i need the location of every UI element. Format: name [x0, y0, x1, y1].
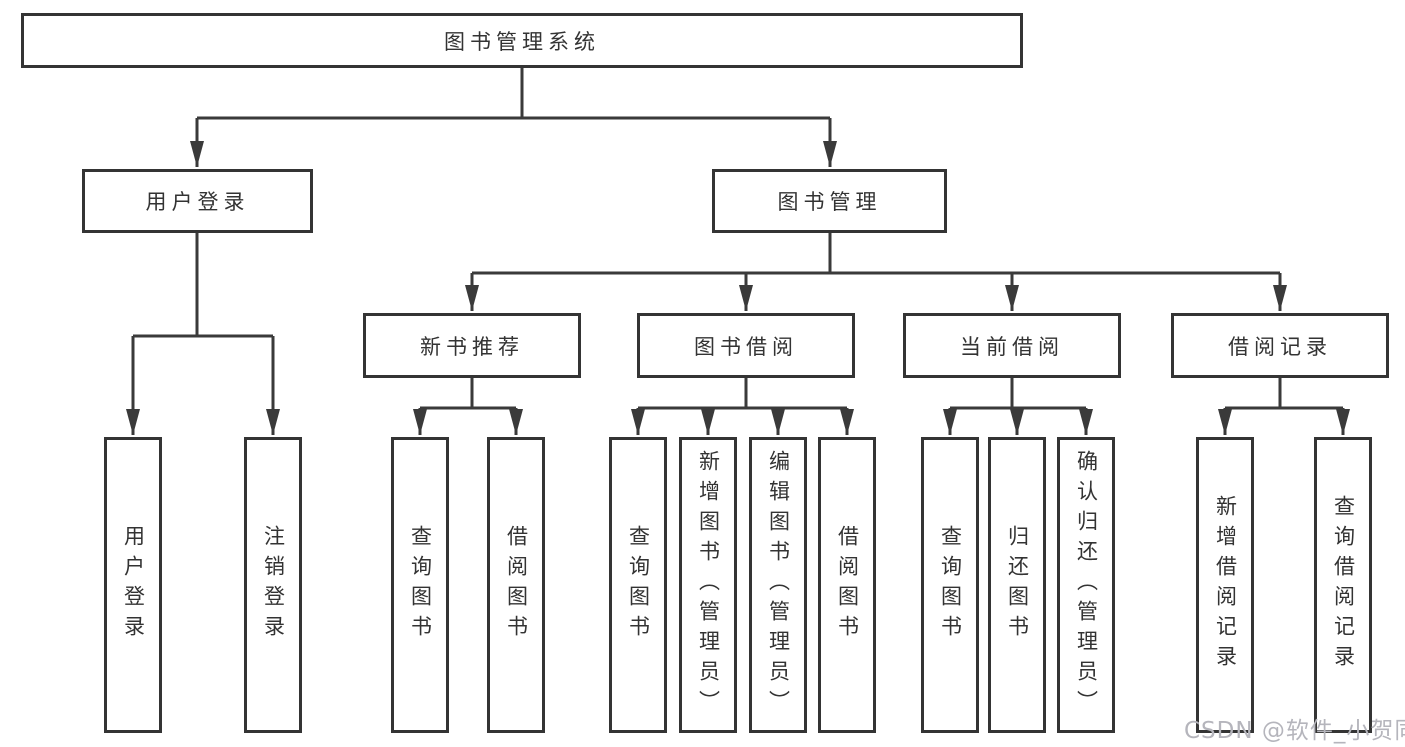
leaf-query-borrow-record: 查询借阅记录	[1314, 437, 1372, 733]
leaf-query-books-2: 查询图书	[609, 437, 667, 733]
leaf-label: 注销登录	[261, 525, 286, 645]
node-user-login-label: 用户登录	[145, 190, 250, 214]
leaf-borrow-books-2: 借阅图书	[818, 437, 876, 733]
node-book-management: 图书管理	[712, 169, 947, 233]
node-current-borrow: 当前借阅	[903, 313, 1121, 378]
leaf-logout: 注销登录	[244, 437, 302, 733]
leaf-label: 编辑图书（管理员）	[766, 450, 791, 720]
leaf-edit-books-admin: 编辑图书（管理员）	[749, 437, 807, 733]
node-root-label: 图书管理系统	[444, 29, 600, 54]
leaf-user-login: 用户登录	[104, 437, 162, 733]
leaf-borrow-books-1: 借阅图书	[487, 437, 545, 733]
leaf-label: 新增借阅记录	[1213, 495, 1238, 675]
leaf-confirm-return-admin: 确认归还（管理员）	[1057, 437, 1115, 733]
node-current-borrow-label: 当前借阅	[960, 334, 1064, 359]
leaf-label: 用户登录	[121, 525, 146, 645]
node-new-books-label: 新书推荐	[420, 334, 524, 359]
leaf-query-books-3: 查询图书	[921, 437, 979, 733]
leaf-label: 查询图书	[938, 525, 963, 645]
leaf-label: 借阅图书	[835, 525, 860, 645]
leaf-query-books-1: 查询图书	[391, 437, 449, 733]
leaf-label: 查询图书	[408, 525, 433, 645]
leaf-label: 查询图书	[626, 525, 651, 645]
node-book-borrow: 图书借阅	[637, 313, 855, 378]
leaf-label: 归还图书	[1005, 525, 1030, 645]
csdn-watermark: CSDN @软件_小贺同学	[1184, 718, 1405, 744]
connector-lines	[126, 68, 1350, 435]
node-borrow-records-label: 借阅记录	[1228, 334, 1332, 359]
leaf-label: 借阅图书	[504, 525, 529, 645]
leaf-label: 新增图书（管理员）	[696, 450, 721, 720]
leaf-add-books-admin: 新增图书（管理员）	[679, 437, 737, 733]
leaf-add-borrow-record: 新增借阅记录	[1196, 437, 1254, 733]
node-root: 图书管理系统	[21, 13, 1023, 68]
node-book-management-label: 图书管理	[777, 190, 882, 214]
node-user-login: 用户登录	[82, 169, 313, 233]
leaf-return-books: 归还图书	[988, 437, 1046, 733]
node-book-borrow-label: 图书借阅	[694, 334, 798, 359]
node-borrow-records: 借阅记录	[1171, 313, 1389, 378]
leaf-label: 确认归还（管理员）	[1074, 450, 1099, 720]
leaf-label: 查询借阅记录	[1331, 495, 1356, 675]
node-new-books: 新书推荐	[363, 313, 581, 378]
